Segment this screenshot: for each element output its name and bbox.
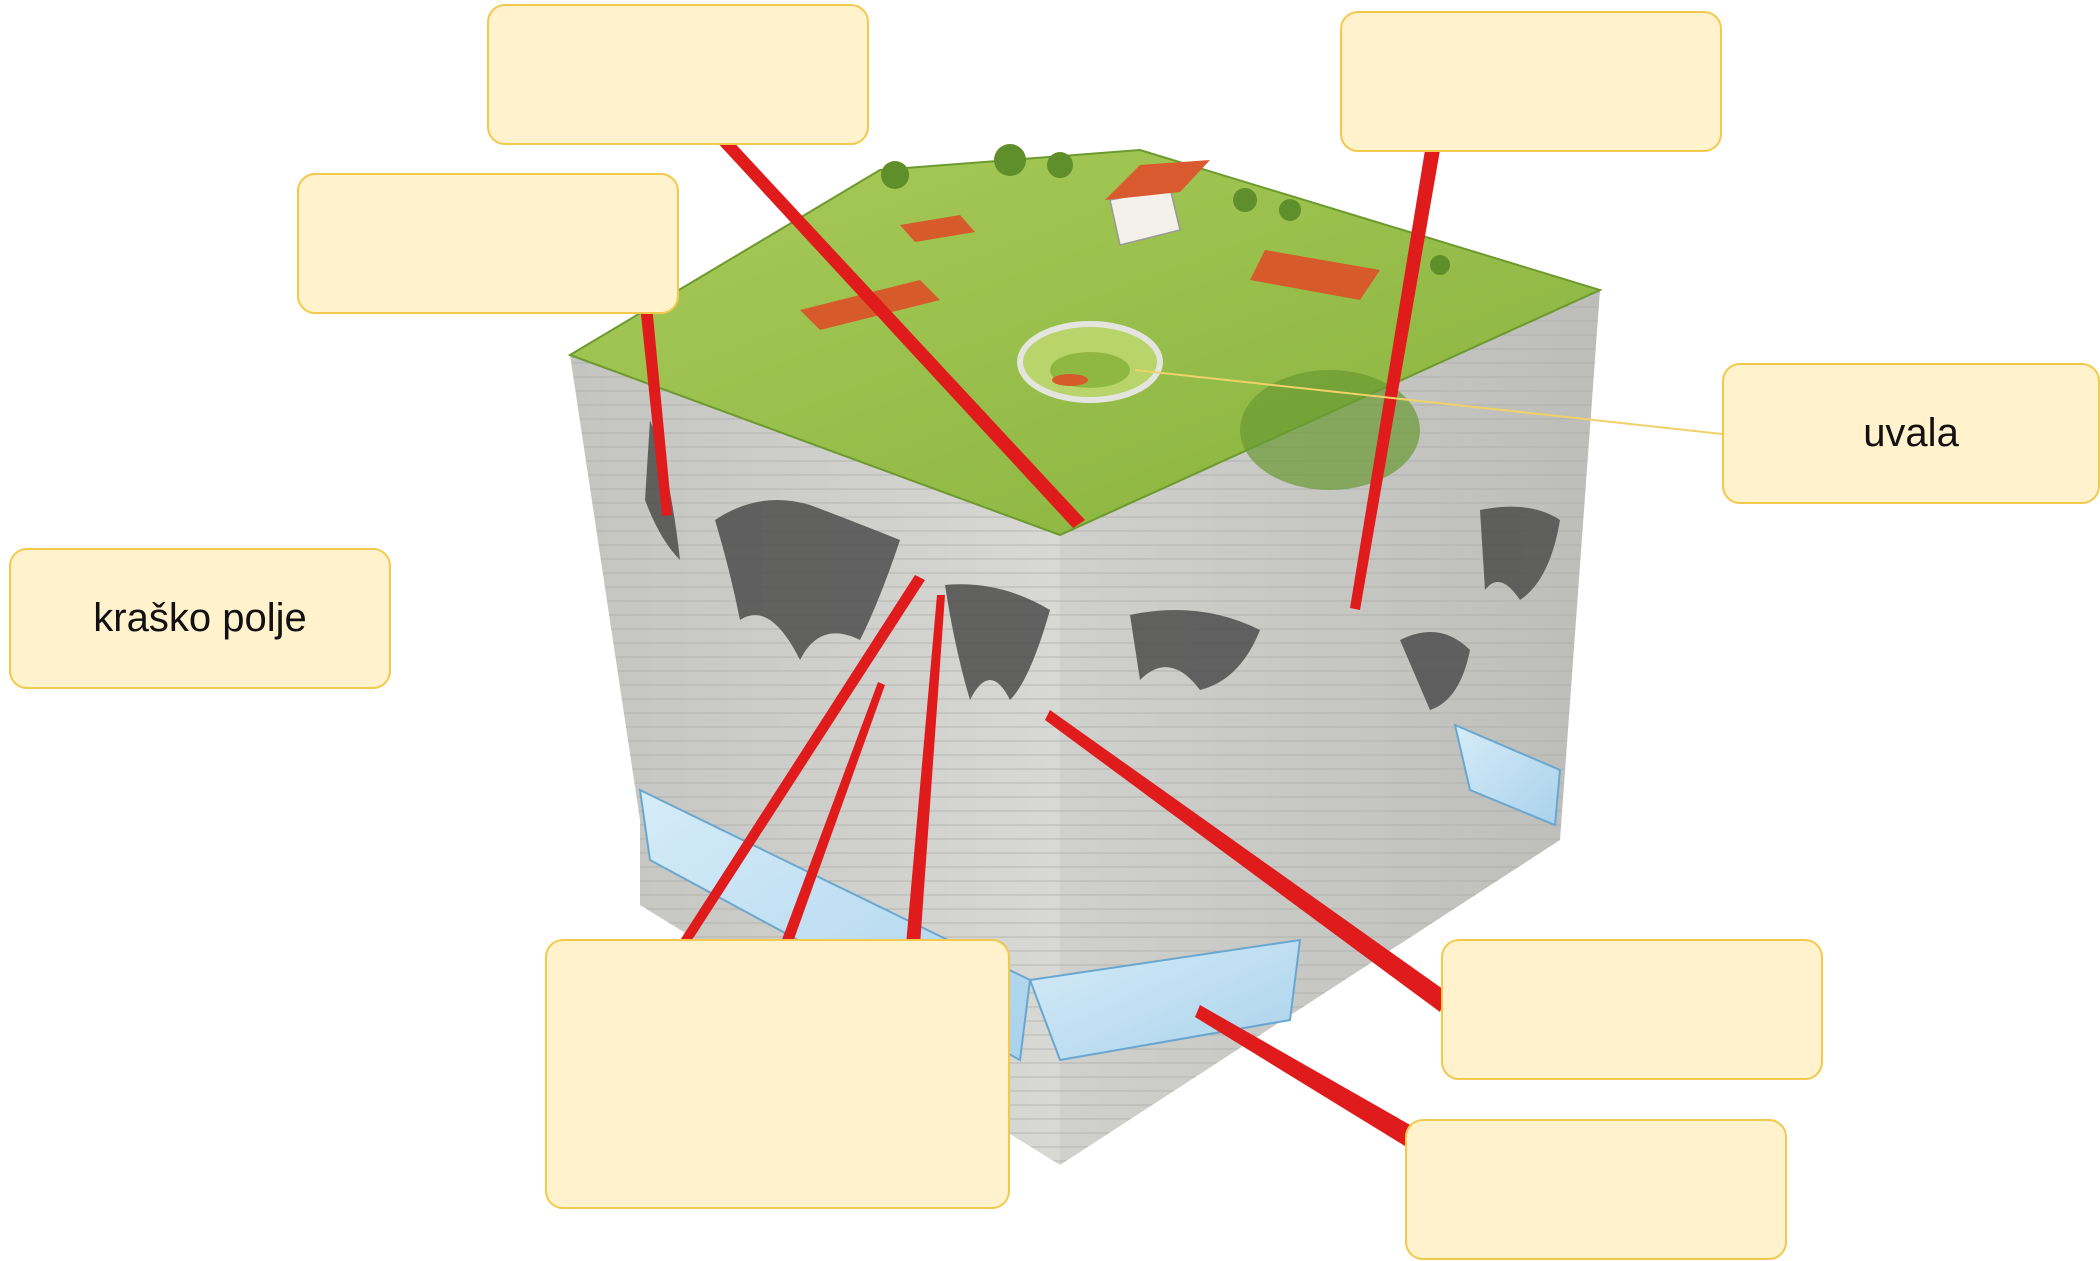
label-box-bottom-left[interactable] [545,939,1010,1209]
label-box-top-right[interactable] [1340,11,1722,152]
label-box-top-left[interactable] [297,173,679,314]
label-box-top-center[interactable] [487,4,869,145]
label-box-krasko-polje[interactable]: kraško polje [9,548,391,689]
label-text-uvala: uvala [1863,411,1959,456]
label-box-bottom-right-upper[interactable] [1441,939,1823,1080]
label-box-bottom-right-lower[interactable] [1405,1119,1787,1260]
label-box-uvala[interactable]: uvala [1722,363,2100,504]
label-text-krasko-polje: kraško polje [93,596,306,641]
